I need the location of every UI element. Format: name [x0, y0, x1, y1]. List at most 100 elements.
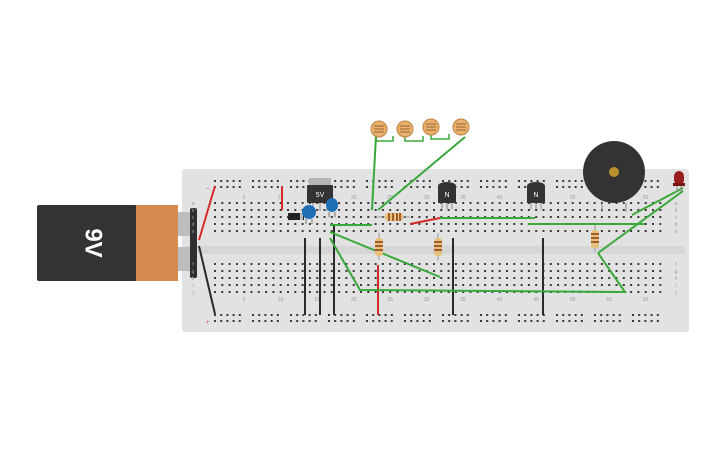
- ldr-4[interactable]: [452, 118, 470, 136]
- breadboard-hole: [381, 230, 384, 232]
- breadboard-hole: [411, 216, 414, 218]
- breadboard-hole: [513, 270, 516, 272]
- breadboard-hole: [644, 209, 647, 211]
- row-letter: i: [675, 283, 676, 289]
- breadboard-hole: [221, 284, 224, 286]
- breadboard-hole: [562, 320, 565, 322]
- breadboard-hole: [250, 202, 253, 204]
- breadboard-hole: [265, 209, 268, 211]
- breadboard-hole: [454, 230, 457, 232]
- resistor-2[interactable]: [434, 233, 442, 260]
- breadboard-hole: [250, 230, 253, 232]
- battery-black-lead[interactable]: [198, 245, 216, 315]
- breadboard-hole: [272, 291, 275, 293]
- breadboard-hole: [448, 320, 451, 322]
- breadboard-hole: [338, 202, 341, 204]
- breadboard-hole: [220, 320, 223, 322]
- breadboard-hole: [220, 186, 223, 188]
- breadboard-hole: [542, 216, 545, 218]
- signal-wires[interactable]: [329, 135, 684, 294]
- led[interactable]: [673, 171, 685, 192]
- breadboard-hole: [557, 284, 560, 286]
- breadboard-hole: [476, 291, 479, 293]
- breadboard-hole: [238, 320, 241, 322]
- breadboard-hole: [524, 314, 527, 316]
- capacitor-2[interactable]: [326, 198, 338, 212]
- breadboard-hole: [638, 314, 641, 316]
- breadboard-hole: [323, 291, 326, 293]
- breadboard-hole: [608, 277, 611, 279]
- breadboard-hole: [367, 277, 370, 279]
- battery-red-lead[interactable]: [198, 185, 216, 241]
- breadboard-hole: [637, 263, 640, 265]
- breadboard-hole: [294, 202, 297, 204]
- breadboard-hole: [476, 270, 479, 272]
- photoresistors[interactable]: [370, 118, 470, 142]
- breadboard-hole: [469, 230, 472, 232]
- buzzer[interactable]: [583, 141, 645, 212]
- ldr-3[interactable]: [422, 118, 440, 136]
- breadboard-hole: [416, 314, 419, 316]
- breadboard-hole: [586, 284, 589, 286]
- breadboard-hole: [384, 186, 387, 188]
- breadboard-hole: [340, 320, 343, 322]
- breadboard-hole: [484, 291, 487, 293]
- breadboard-hole: [308, 230, 311, 232]
- breadboard-hole: [243, 284, 246, 286]
- ldr-2[interactable]: [396, 120, 414, 138]
- ground-wires[interactable]: [304, 225, 544, 315]
- resistor-1[interactable]: [375, 233, 383, 260]
- breadboard-hole: [381, 277, 384, 279]
- breadboard-hole: [390, 320, 393, 322]
- breadboard-hole: [600, 216, 603, 218]
- breadboard-hole: [580, 314, 583, 316]
- breadboard-hole: [454, 320, 457, 322]
- breadboard-hole: [650, 320, 653, 322]
- breadboard-hole: [498, 230, 501, 232]
- breadboard-hole: [338, 291, 341, 293]
- transistor-2[interactable]: N: [527, 182, 545, 209]
- breadboard-hole: [498, 223, 501, 225]
- breadboard-hole: [221, 216, 224, 218]
- capacitors[interactable]: [302, 198, 338, 224]
- breadboard-hole: [294, 230, 297, 232]
- breadboard-hole: [593, 216, 596, 218]
- transistor-1[interactable]: N: [438, 182, 456, 209]
- breadboard-hole: [403, 202, 406, 204]
- breadboard-hole: [491, 284, 494, 286]
- breadboard-hole: [659, 277, 662, 279]
- breadboard-hole: [469, 223, 472, 225]
- breadboard-hole: [330, 284, 333, 286]
- breadboard-hole: [476, 202, 479, 204]
- rail-plus-bottom: +: [206, 320, 210, 326]
- ldr-1[interactable]: [370, 120, 388, 138]
- battery-9v[interactable]: 9V: [37, 205, 197, 281]
- resistor-horizontal[interactable]: [378, 213, 410, 221]
- capacitor-1[interactable]: [302, 205, 316, 219]
- breadboard-hole: [637, 230, 640, 232]
- breadboard-hole: [264, 186, 267, 188]
- breadboard-hole: [228, 216, 231, 218]
- breadboard-hole: [334, 180, 337, 182]
- breadboard-hole: [562, 180, 565, 182]
- breadboard-hole: [644, 263, 647, 265]
- resistor-3[interactable]: [591, 225, 599, 252]
- breadboard-hole: [586, 277, 589, 279]
- breadboard-hole: [235, 216, 238, 218]
- breadboard-hole: [433, 216, 435, 218]
- breadboard-hole: [301, 277, 304, 279]
- breadboard-hole: [279, 263, 282, 265]
- breadboard-hole: [257, 216, 260, 218]
- breadboard-hole: [622, 209, 625, 211]
- breadboard-hole: [476, 263, 479, 265]
- breadboard-hole: [390, 314, 393, 316]
- breadboard-hole: [428, 314, 431, 316]
- breadboard-hole: [442, 320, 444, 322]
- breadboard-hole: [389, 277, 392, 279]
- breadboard-hole: [220, 314, 223, 316]
- breadboard-hole: [265, 277, 268, 279]
- breadboard-hole: [535, 277, 538, 279]
- breadboard-hole: [345, 202, 348, 204]
- breadboard-hole: [374, 284, 377, 286]
- diode[interactable]: [288, 213, 304, 220]
